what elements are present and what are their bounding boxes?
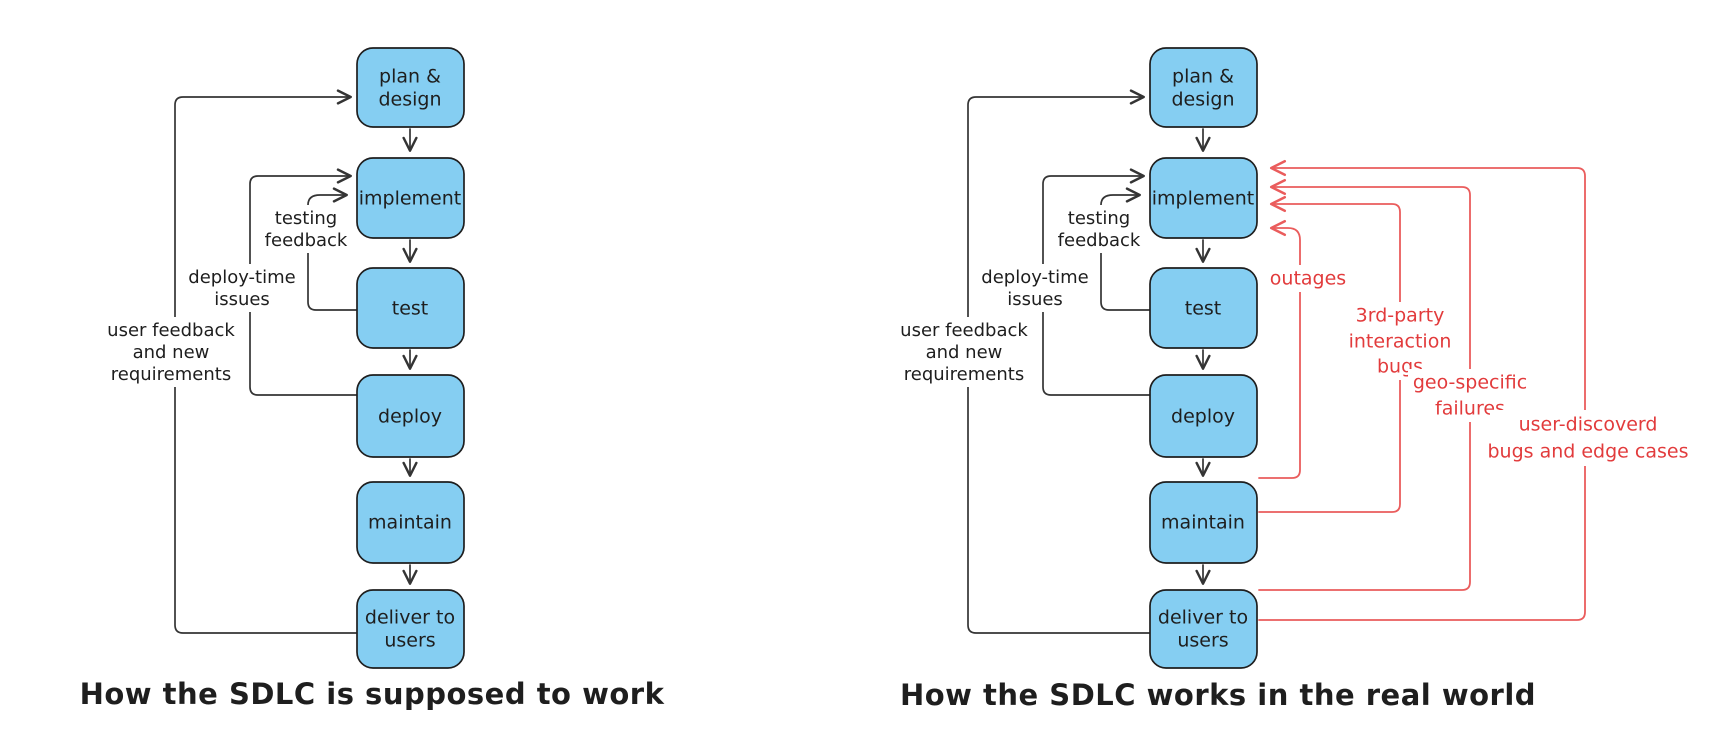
left-node-implement: implement <box>356 157 465 239</box>
red-label-third-party-line2: interaction <box>1349 331 1452 353</box>
left-node-maintain-box <box>356 481 465 564</box>
left-node-plan-design-label-line2: design <box>378 89 441 111</box>
right-node-maintain-label: maintain <box>1161 512 1245 534</box>
right-node-deploy: deploy <box>1149 374 1258 458</box>
red-label-user-discovered-line2: bugs and edge cases <box>1487 441 1688 463</box>
right-testing-feedback-label-bg <box>1051 205 1147 253</box>
right-node-implement-label: implement <box>1152 188 1255 210</box>
left-node-test-box <box>356 267 465 349</box>
right-node-plan-design-label-line1: plan & <box>1172 66 1234 88</box>
right-node-plan-design-box <box>1149 47 1258 128</box>
left-user-feedback-label-line3: requirements <box>111 364 231 385</box>
right-diagram: testing feedback deploy-time issues user… <box>894 47 1689 712</box>
right-caption: How the SDLC works in the real world <box>900 678 1536 712</box>
red-label-outages: outages <box>1270 268 1346 290</box>
right-user-feedback-label-bg <box>894 317 1034 387</box>
left-user-feedback-label-line1: user feedback <box>107 320 235 341</box>
left-node-test-label: test <box>392 298 429 320</box>
left-user-feedback-label-bg <box>101 317 241 387</box>
red-label-geo-specific-line1: geo-specific <box>1413 372 1527 394</box>
right-user-feedback-label-line1: user feedback <box>900 320 1028 341</box>
left-node-deploy-label: deploy <box>378 406 442 428</box>
left-node-deliver-label-line2: users <box>384 630 435 652</box>
right-node-implement-box <box>1149 157 1258 239</box>
left-node-deploy: deploy <box>356 374 465 458</box>
red-label-third-party-bg <box>1348 302 1452 380</box>
left-node-implement-box <box>356 157 465 239</box>
left-caption: How the SDLC is supposed to work <box>80 677 665 711</box>
right-node-implement: implement <box>1149 157 1258 239</box>
left-deploy-time-label-line2: issues <box>214 289 270 310</box>
right-node-deliver-to-users-box <box>1149 589 1258 669</box>
right-node-test: test <box>1149 267 1258 349</box>
left-testing-feedback-label-line2: feedback <box>265 230 348 251</box>
red-label-user-discovered-line1: user-discoverd <box>1519 414 1658 436</box>
right-user-feedback-label-line3: requirements <box>904 364 1024 385</box>
right-node-test-label: test <box>1185 298 1222 320</box>
left-node-test: test <box>356 267 465 349</box>
right-deploy-time-label-line2: issues <box>1007 289 1063 310</box>
right-testing-feedback-label-line1: testing <box>1068 208 1130 229</box>
right-node-deliver-label-line1: deliver to <box>1158 607 1248 629</box>
left-node-implement-label: implement <box>359 188 462 210</box>
left-user-feedback-label-line2: and new <box>133 342 210 363</box>
right-node-plan-design-label-line2: design <box>1171 89 1234 111</box>
right-node-deploy-label: deploy <box>1171 406 1235 428</box>
right-deploy-time-label-line1: deploy-time <box>981 267 1088 288</box>
left-node-maintain: maintain <box>356 481 465 564</box>
right-deploy-time-label-bg <box>977 264 1093 312</box>
right-node-deliver-label-line2: users <box>1177 630 1228 652</box>
left-node-deliver-to-users: deliver to users <box>356 589 465 669</box>
red-edge-user-discovered-deliver-to-implement <box>1258 159 1586 621</box>
left-node-deliver-label-line1: deliver to <box>365 607 455 629</box>
left-deploy-time-label-line1: deploy-time <box>188 267 295 288</box>
left-diagram: testing feedback deploy-time issues user… <box>80 47 665 711</box>
red-label-outages-bg <box>1268 265 1348 292</box>
left-node-deploy-box <box>356 374 465 458</box>
right-testing-feedback-label-line2: feedback <box>1058 230 1141 251</box>
right-node-deploy-box <box>1149 374 1258 458</box>
red-label-third-party-line1: 3rd-party <box>1356 305 1445 327</box>
left-node-plan-design-label-line1: plan & <box>379 66 441 88</box>
left-edge-testing-feedback-loop <box>307 187 358 311</box>
left-node-plan-design: plan & design <box>356 47 465 128</box>
right-node-maintain: maintain <box>1149 481 1258 564</box>
left-deploy-time-label-bg <box>184 264 300 312</box>
right-node-deliver-to-users: deliver to users <box>1149 589 1258 669</box>
right-edge-testing-feedback-loop <box>1100 187 1151 311</box>
red-label-geo-specific-line2: failures <box>1435 398 1505 420</box>
red-edge-outages-maintain-to-implement <box>1258 219 1301 479</box>
right-user-feedback-label-line2: and new <box>926 342 1003 363</box>
left-node-maintain-label: maintain <box>368 512 452 534</box>
right-node-test-box <box>1149 267 1258 349</box>
left-testing-feedback-label-line1: testing <box>275 208 337 229</box>
red-label-user-discovered-bg <box>1490 410 1686 466</box>
left-node-plan-design-box <box>356 47 465 128</box>
right-node-maintain-box <box>1149 481 1258 564</box>
right-node-plan-design: plan & design <box>1149 47 1258 128</box>
left-testing-feedback-label-bg <box>258 205 354 253</box>
left-node-deliver-to-users-box <box>356 589 465 669</box>
